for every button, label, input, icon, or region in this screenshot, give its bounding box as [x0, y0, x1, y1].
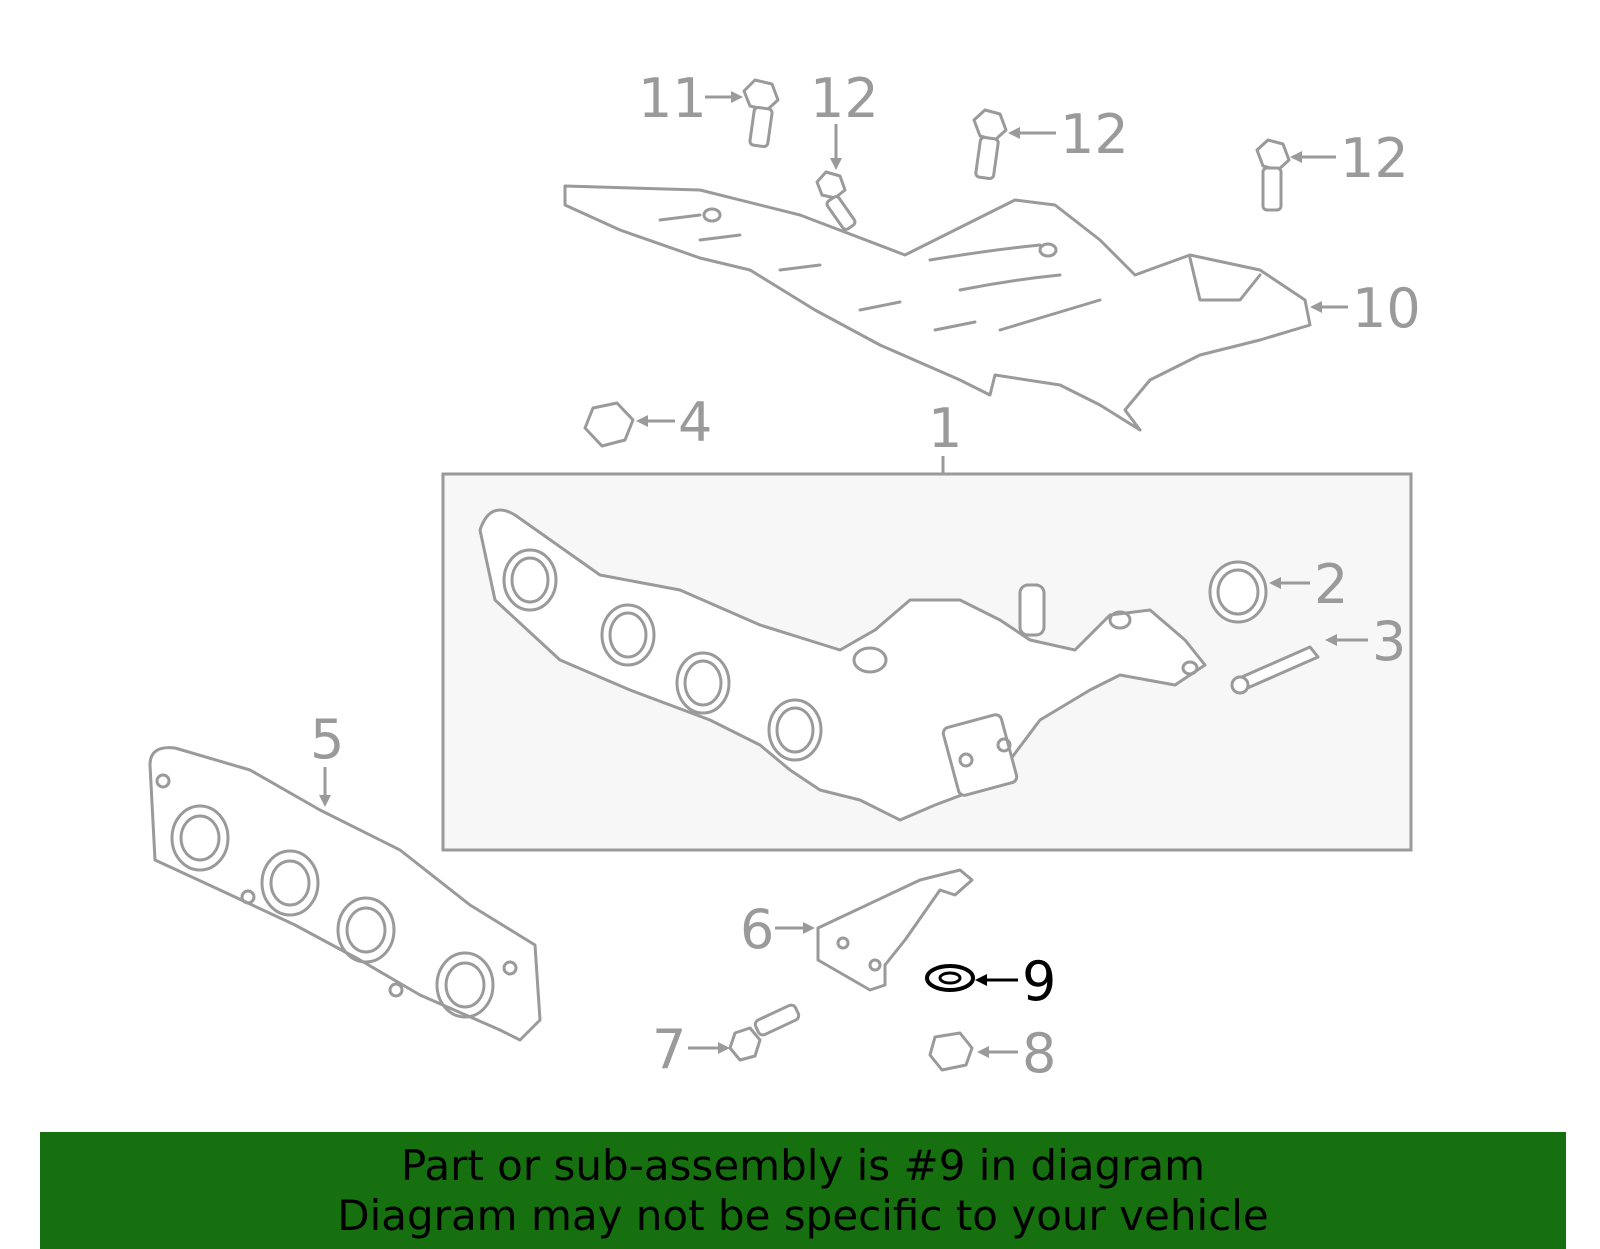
callout-2: 2 [1314, 553, 1348, 616]
manifold-gasket-5-part [148, 746, 542, 1042]
bracket-6-part [816, 868, 974, 992]
stud-3-part [1230, 645, 1320, 695]
callout-11: 11 [638, 67, 707, 130]
bolt-12b-part [972, 108, 1008, 181]
bolt-12c-part [1255, 138, 1291, 212]
gasket-2-part [1208, 560, 1268, 624]
washer-9-part [925, 964, 975, 992]
callout-6: 6 [740, 898, 774, 961]
heat-shield-part [563, 184, 1312, 432]
callout-12-top: 12 [810, 67, 879, 130]
banner-line-part: Part or sub-assembly is #9 in diagram [400, 1140, 1206, 1190]
bolt-7-part [728, 1003, 801, 1062]
exhaust-manifold-part [478, 508, 1207, 822]
bolt-12a-part [815, 170, 857, 231]
callout-7: 7 [652, 1018, 686, 1081]
callout-3: 3 [1372, 610, 1406, 673]
callout-12-middle: 12 [1060, 103, 1129, 166]
nut-4-part [583, 401, 635, 448]
callout-9: 9 [1022, 950, 1056, 1013]
callout-1: 1 [928, 397, 962, 460]
nut-8-part [928, 1031, 974, 1072]
callout-5: 5 [310, 708, 344, 771]
callout-10: 10 [1352, 277, 1421, 340]
part-info-banner: Part or sub-assembly is #9 in diagram Di… [40, 1132, 1566, 1249]
banner-line-disclaimer: Diagram may not be specific to your vehi… [337, 1190, 1269, 1240]
callout-4: 4 [678, 391, 712, 454]
callout-8: 8 [1022, 1022, 1056, 1085]
leader-arrows [319, 91, 1368, 1058]
bolt-11-part [742, 78, 780, 149]
callout-12-right: 12 [1340, 127, 1409, 190]
